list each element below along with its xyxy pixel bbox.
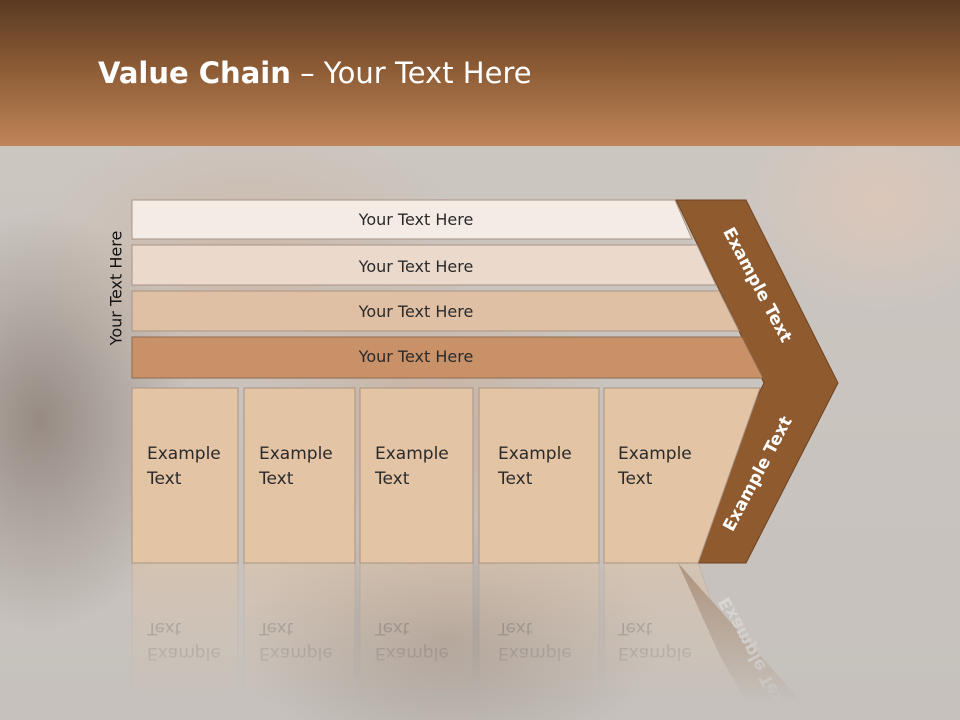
primary-box-2-line1: Example <box>259 444 333 464</box>
reflection-text-4b: Text <box>497 618 533 638</box>
support-bar-4[interactable] <box>131 336 764 379</box>
reflection-text-3b: Text <box>374 618 410 638</box>
title-bold: Value Chain <box>98 56 291 90</box>
reflection-text-5b: Text <box>617 618 653 638</box>
support-bar-1-label: Your Text Here <box>358 210 474 229</box>
reflection-text-2: Example <box>259 643 333 663</box>
reflection-text-1b: Text <box>146 618 182 638</box>
support-bar-3[interactable] <box>131 290 740 332</box>
primary-box-3-line1: Example <box>375 444 449 464</box>
support-bar-2-label: Your Text Here <box>358 257 474 276</box>
reflection-text-2b: Text <box>258 618 294 638</box>
support-bar-1[interactable] <box>131 199 693 240</box>
support-bar-2[interactable] <box>131 244 717 286</box>
reflection-text-1: Example <box>147 643 221 663</box>
primary-box-1[interactable] <box>131 387 239 564</box>
primary-box-4-line1: Example <box>498 444 572 464</box>
title-rest: – Your Text Here <box>290 56 532 90</box>
reflection: Example Text Example Text Example Text E… <box>131 562 818 720</box>
support-bar-3-label: Your Text Here <box>358 302 474 321</box>
reflection-text-4: Example <box>498 643 572 663</box>
header-band <box>0 0 960 146</box>
margin-chevron <box>675 199 839 564</box>
primary-box-2-line2: Text <box>258 469 294 489</box>
primary-box-3[interactable] <box>359 387 474 564</box>
primary-box-1-line1: Example <box>147 444 221 464</box>
reflection-text-5: Example <box>618 643 692 663</box>
support-bar-4-label: Your Text Here <box>358 347 474 366</box>
primary-box-2[interactable] <box>243 387 356 564</box>
primary-box-4-line2: Text <box>497 469 533 489</box>
reflection-text-3: Example <box>375 643 449 663</box>
primary-box-5[interactable] <box>603 387 761 564</box>
primary-box-5-line2: Text <box>617 469 653 489</box>
primary-box-5-line1: Example <box>618 444 692 464</box>
primary-box-1-line2: Text <box>146 469 182 489</box>
primary-box-3-line2: Text <box>374 469 410 489</box>
page-title: Value Chain – Your Text Here <box>98 56 532 90</box>
primary-box-4[interactable] <box>478 387 600 564</box>
